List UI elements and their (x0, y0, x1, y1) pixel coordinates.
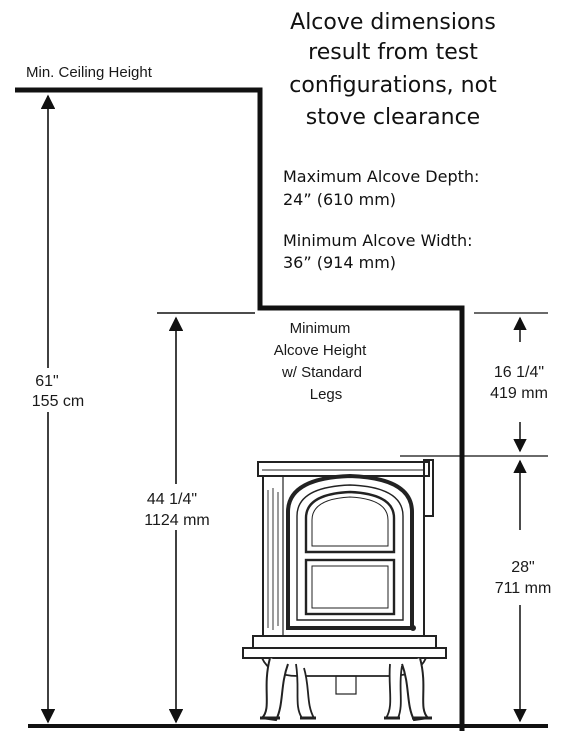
ceiling-height-metric: 155 cm (32, 393, 84, 410)
svg-text:Minimum: Minimum (290, 320, 351, 337)
top-clearance-metric: 419 mm (490, 385, 548, 402)
ceiling-height-imperial: 61" (35, 373, 58, 390)
svg-text:w/ Standard: w/ Standard (281, 364, 362, 381)
top-clearance-imperial: 16 1/4" (494, 364, 544, 381)
depth-label: Maximum Alcove Depth: (283, 167, 479, 186)
stove-illustration (242, 459, 447, 722)
alcove-outline (15, 87, 465, 731)
stove-height-imperial: 28" (511, 559, 534, 576)
width-label: Minimum Alcove Width: (283, 231, 472, 250)
alcove-height-metric: 1124 mm (144, 512, 210, 529)
min-ceiling-label: Min. Ceiling Height (26, 64, 153, 81)
alcove-height-label: Minimum Alcove Height w/ Standard Legs (274, 320, 367, 403)
heading-line-2: result from test (308, 40, 478, 65)
alcove-height-imperial: 44 1/4" (147, 491, 197, 508)
heading-line-1: Alcove dimensions (290, 10, 496, 35)
heading-line-4: stove clearance (306, 105, 480, 130)
heading-note: Alcove dimensions result from test confi… (289, 10, 497, 130)
svg-text:Legs: Legs (310, 386, 343, 403)
stove-height-metric: 711 mm (495, 580, 552, 597)
depth-value: 24” (610 mm) (283, 190, 396, 209)
heading-line-3: configurations, not (289, 73, 497, 98)
svg-text:Alcove Height: Alcove Height (274, 342, 367, 359)
width-value: 36” (914 mm) (283, 253, 396, 272)
